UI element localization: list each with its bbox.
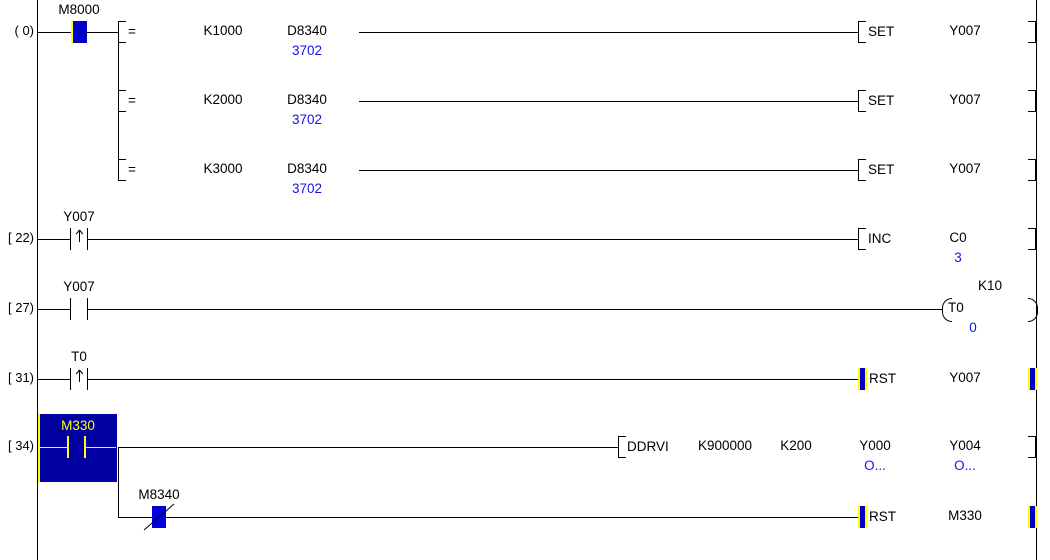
- bracket-close-set-3: [1028, 159, 1036, 181]
- step-number-31: [ 31): [7, 370, 34, 385]
- wire-rung34b-body: [166, 517, 858, 518]
- monitor-value-compare-1: 3702: [291, 43, 323, 58]
- contact-y007-no[interactable]: [61, 298, 97, 320]
- operand-ddrvi-3[interactable]: Y000: [859, 438, 891, 453]
- coil-device-t0[interactable]: T0: [948, 300, 964, 315]
- device-label-t0: T0: [71, 349, 87, 364]
- contact-m8000[interactable]: [71, 21, 87, 43]
- device-label-y007-rung22: Y007: [63, 209, 95, 224]
- bracket-close-set-1: [1028, 21, 1036, 43]
- monitor-value-c0: 3: [954, 250, 962, 265]
- bracket-close-inc: [1028, 228, 1036, 250]
- bracket-open-set-3[interactable]: [858, 159, 866, 181]
- wire-rung22-in-a: [38, 239, 70, 240]
- operand-compare-3-k[interactable]: K3000: [203, 161, 243, 176]
- wire-rung22-body: [97, 239, 858, 240]
- instruction-set-1[interactable]: SET: [868, 24, 895, 39]
- bracket-open-set-1[interactable]: [858, 21, 866, 43]
- wire-rung34-body: [118, 447, 618, 448]
- step-number-0: ( 0): [14, 23, 35, 38]
- instruction-compare-3[interactable]: =: [128, 162, 136, 177]
- wire-rung0-branch2: [359, 101, 858, 102]
- bracket-open-compare-2[interactable]: [118, 90, 126, 112]
- operand-ddrvi-1[interactable]: K900000: [697, 438, 753, 453]
- operand-compare-1-d[interactable]: D8340: [287, 23, 327, 38]
- wire-rung0-in-b: [85, 32, 118, 33]
- monitor-value-ddrvi-4: O...: [954, 458, 976, 473]
- wire-rung34-sel-a: [40, 447, 67, 448]
- operand-rst-m330-device[interactable]: M330: [948, 508, 982, 523]
- instruction-ddrvi[interactable]: DDRVI: [627, 439, 669, 454]
- contact-nc-slash-icon: [143, 503, 175, 531]
- bracket-close-rst-m330-highlighted: [1028, 506, 1037, 528]
- rising-edge-arrow-icon: [75, 229, 84, 242]
- wire-rung34-sel-b: [86, 447, 116, 448]
- wire-rung27-in-a: [38, 309, 70, 310]
- instruction-rst-m330[interactable]: RST: [869, 509, 896, 524]
- instruction-compare-2[interactable]: =: [128, 93, 136, 108]
- instruction-set-3[interactable]: SET: [868, 162, 895, 177]
- operand-ddrvi-4[interactable]: Y004: [949, 438, 981, 453]
- bracket-close-rst-y007-highlighted: [1028, 368, 1037, 390]
- branch-drop-rung34: [118, 447, 119, 517]
- wire-rung31-body: [97, 379, 858, 380]
- monitor-value-t0: 0: [969, 320, 977, 335]
- bracket-open-set-2[interactable]: [858, 90, 866, 112]
- instruction-inc[interactable]: INC: [868, 231, 892, 246]
- contact-m330-bar-left[interactable]: [67, 436, 69, 458]
- bracket-close-ddrvi: [1028, 436, 1036, 458]
- wire-rung0-in-a: [38, 32, 71, 33]
- device-label-y007-rung27: Y007: [63, 279, 95, 294]
- wire-rung34b-in-a: [118, 517, 153, 518]
- monitor-value-compare-2: 3702: [291, 112, 323, 127]
- bracket-open-ddrvi[interactable]: [618, 436, 626, 458]
- operand-set-3-device[interactable]: Y007: [949, 161, 981, 176]
- bracket-open-rst-m330-highlighted[interactable]: [858, 506, 867, 528]
- operand-compare-2-k[interactable]: K2000: [203, 92, 243, 107]
- operand-compare-3-d[interactable]: D8340: [287, 161, 327, 176]
- operand-set-1-device[interactable]: Y007: [949, 23, 981, 38]
- wire-rung0-branch1: [359, 32, 858, 33]
- rising-edge-arrow-icon: [75, 369, 84, 382]
- operand-ddrvi-2[interactable]: K200: [780, 438, 812, 453]
- step-number-27: [ 27): [7, 300, 34, 315]
- step-number-22: [ 22): [7, 230, 34, 245]
- instruction-set-2[interactable]: SET: [868, 93, 895, 108]
- left-power-rail: [37, 0, 38, 560]
- wire-rung0-branch3: [359, 170, 858, 171]
- device-label-m8340: M8340: [138, 487, 180, 502]
- operand-set-2-device[interactable]: Y007: [949, 92, 981, 107]
- instruction-rst-y007[interactable]: RST: [869, 371, 896, 386]
- step-number-34: [ 34): [7, 438, 34, 453]
- device-label-m8000: M8000: [58, 2, 100, 17]
- contact-t0-rising-edge[interactable]: [61, 368, 97, 390]
- instruction-compare-1[interactable]: =: [128, 24, 136, 39]
- operand-rst-y007-device[interactable]: Y007: [949, 370, 981, 385]
- coil-preset-k10[interactable]: K10: [977, 278, 1003, 293]
- monitor-value-ddrvi-3: O...: [864, 458, 886, 473]
- bracket-open-rst-y007-highlighted[interactable]: [858, 368, 867, 390]
- selection-box-m330[interactable]: [38, 413, 118, 483]
- contact-y007-rising-edge[interactable]: [61, 228, 97, 250]
- wire-rung27-body: [97, 309, 942, 310]
- operand-inc-device[interactable]: C0: [949, 230, 967, 245]
- wire-rung31-in-a: [38, 379, 70, 380]
- operand-compare-1-k[interactable]: K1000: [203, 23, 243, 38]
- bracket-open-compare-1[interactable]: [118, 21, 126, 43]
- contact-m330-bar-right[interactable]: [84, 436, 86, 458]
- monitor-value-compare-3: 3702: [291, 181, 323, 196]
- operand-compare-2-d[interactable]: D8340: [287, 92, 327, 107]
- bracket-open-compare-3[interactable]: [118, 159, 126, 181]
- device-label-m330: M330: [61, 418, 95, 433]
- right-power-rail: [1036, 0, 1037, 560]
- bracket-open-inc[interactable]: [858, 228, 866, 250]
- bracket-close-set-2: [1028, 90, 1036, 112]
